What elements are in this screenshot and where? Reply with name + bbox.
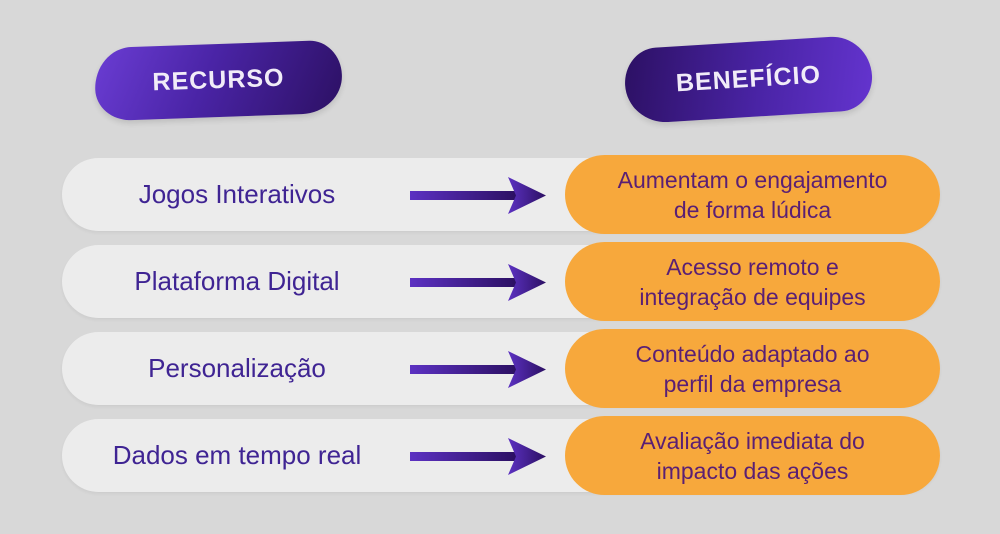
benefit-pill: Acesso remoto e integração de equipes: [565, 242, 940, 321]
arrow-right-icon: [410, 351, 546, 388]
table-row: Dados em tempo real Avaliação imediata d…: [0, 416, 1000, 496]
resource-label: Jogos Interativos: [138, 179, 336, 209]
benefit-text-line2: impacto das ações: [656, 457, 849, 484]
benefit-pill: Conteúdo adaptado ao perfil da empresa: [565, 329, 940, 408]
benefit-text-line1: Acesso remoto e: [666, 253, 839, 280]
benefit-pill: Avaliação imediata do impacto das ações: [565, 416, 940, 495]
resource-label: Dados em tempo real: [112, 440, 362, 470]
table-row: Personalização Conteúdo adaptado ao perf…: [0, 329, 1000, 409]
resource-label: Personalização: [148, 353, 326, 383]
arrow-right-icon: [410, 438, 546, 475]
benefit-text-line1: Aumentam o engajamento: [617, 166, 888, 193]
column-header-beneficio: BENEFÍCIO: [622, 34, 875, 125]
benefit-text-line2: perfil da empresa: [663, 370, 842, 397]
benefit-text-line1: Conteúdo adaptado ao: [635, 340, 870, 367]
benefit-text-line2: integração de equipes: [639, 283, 866, 310]
table-row: Plataforma Digital Acesso remoto e integ…: [0, 242, 1000, 322]
benefit-pill: Aumentam o engajamento de forma lúdica: [565, 155, 940, 234]
column-header-recurso: RECURSO: [93, 39, 344, 122]
arrow-right-icon: [410, 264, 546, 301]
arrow-right-icon: [410, 177, 546, 214]
table-row: Jogos Interativos Aumentam o engajamento…: [0, 155, 1000, 235]
column-header-beneficio-label: BENEFÍCIO: [675, 60, 822, 98]
benefit-text-line1: Avaliação imediata do: [640, 427, 865, 454]
column-header-recurso-label: RECURSO: [152, 63, 285, 97]
resource-label: Plataforma Digital: [134, 266, 340, 296]
benefit-text-line2: de forma lúdica: [673, 196, 832, 223]
